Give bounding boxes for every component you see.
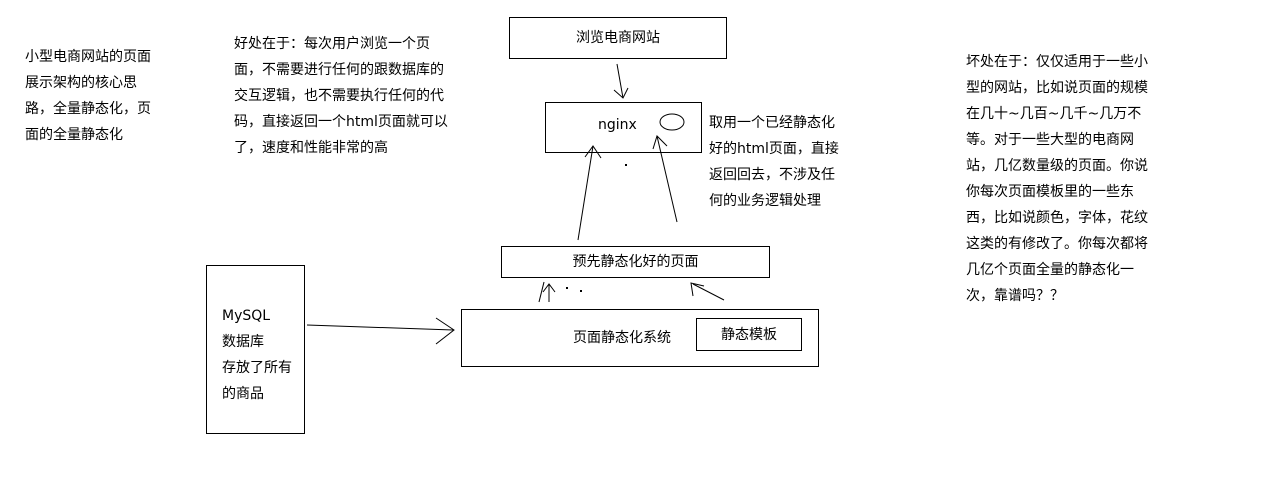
nginx-cache-ellipse — [659, 113, 685, 131]
arrow-prestatic-to-nginx-left — [577, 145, 602, 241]
mysql-box: MySQL 数据库 存放了所有 的商品 — [206, 265, 305, 434]
static-template-box: 静态模板 — [696, 318, 802, 351]
nginx-note: 取用一个已经静态化 好的html页面，直接 返回回去，不涉及任 何的业务逻辑处理 — [709, 115, 839, 209]
prestatic-pages-box: 预先静态化好的页面 — [501, 246, 770, 278]
arrow-system-to-prestatic-right — [690, 282, 725, 301]
stray-dot-2 — [566, 287, 568, 289]
page-static-system-label: 页面静态化系统 — [573, 330, 671, 346]
arrow-mysql-to-system — [306, 317, 455, 345]
arrow-browse-to-nginx — [613, 63, 629, 99]
arrow-prestatic-to-nginx-right — [652, 135, 678, 223]
stray-dot-1 — [625, 164, 627, 166]
stray-dot-3 — [580, 290, 582, 292]
core-idea-note: 小型电商网站的页面 展示架构的核心思 路，全量静态化，页 面的全量静态化 — [25, 49, 151, 143]
browse-ecommerce-box: 浏览电商网站 — [509, 17, 727, 59]
browse-ecommerce-label: 浏览电商网站 — [576, 30, 660, 46]
nginx-label: nginx — [598, 117, 637, 133]
advantage-note: 好处在于：每次用户浏览一个页 面，不需要进行任何的跟数据库的 交互逻辑，也不需要… — [234, 36, 448, 156]
prestatic-pages-label: 预先静态化好的页面 — [572, 254, 699, 270]
static-template-label: 静态模板 — [721, 327, 777, 343]
disadvantage-note: 坏处在于：仅仅适用于一些小 型的网站，比如说页面的规模 在几十~几百~几千~几万… — [966, 54, 1148, 304]
nginx-box: nginx — [545, 102, 702, 153]
page-static-system-box: 页面静态化系统 静态模板 — [461, 309, 819, 367]
mysql-label: MySQL 数据库 存放了所有 的商品 — [222, 308, 292, 402]
arrow-system-to-prestatic-left — [538, 281, 556, 303]
